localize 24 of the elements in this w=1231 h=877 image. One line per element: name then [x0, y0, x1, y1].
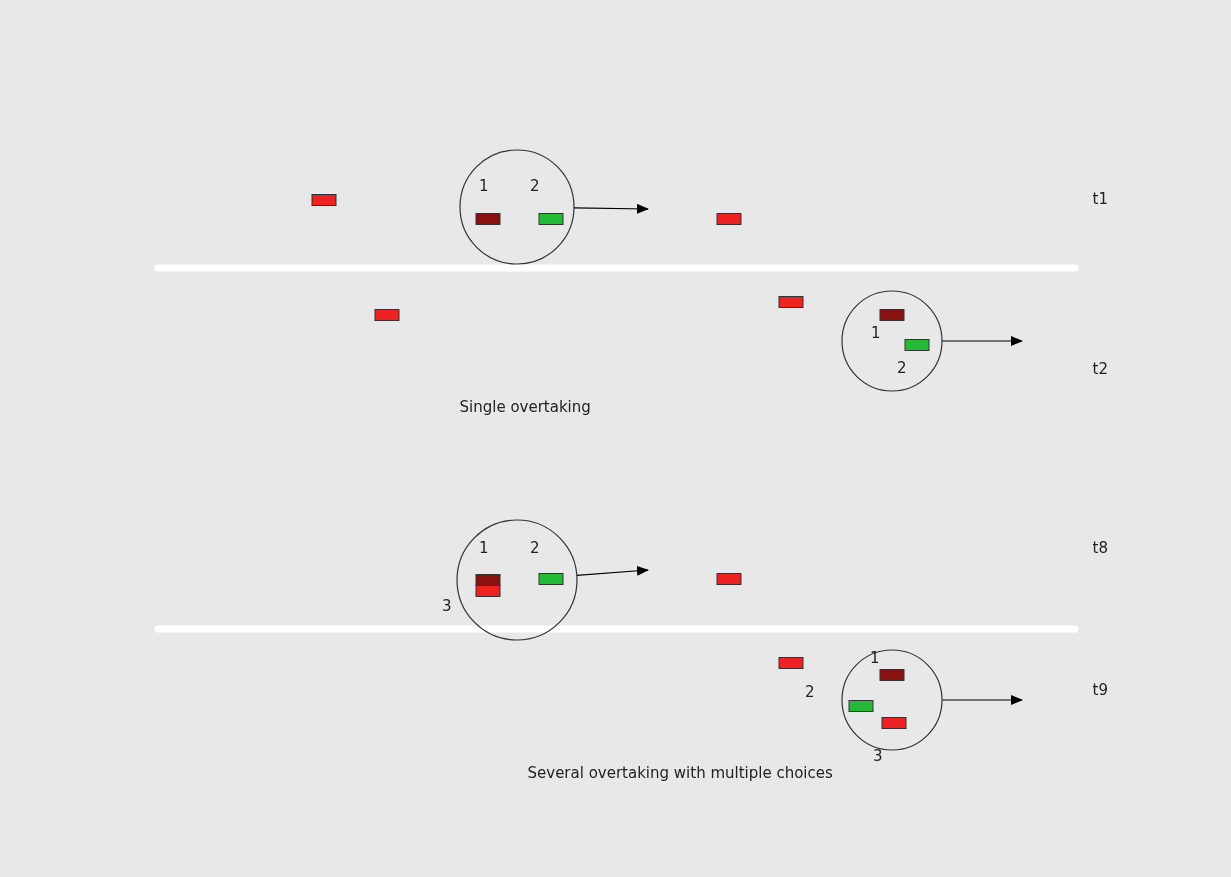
arrow	[941, 336, 1023, 346]
car-number: 2	[805, 683, 815, 701]
car-number: 1	[479, 539, 489, 557]
car-number: 2	[530, 539, 540, 557]
scenario-caption: Single overtaking	[459, 398, 591, 416]
arrow	[941, 695, 1023, 705]
time-step-label: t8	[1092, 539, 1108, 557]
car-number: 1	[871, 324, 881, 342]
group-circle	[459, 149, 575, 265]
time-step-label: t9	[1092, 681, 1108, 699]
group-circle	[841, 290, 943, 392]
car-number: 1	[870, 649, 880, 667]
arrow	[573, 203, 649, 214]
time-step-label: t2	[1092, 360, 1108, 378]
car-number: 3	[873, 747, 883, 765]
group-circle	[456, 519, 578, 641]
car-number: 2	[897, 359, 907, 377]
scenario-caption: Several overtaking with multiple choices	[527, 764, 833, 782]
car-number: 2	[530, 177, 540, 195]
group-circle	[841, 649, 943, 751]
arrow	[576, 565, 649, 577]
time-step-label: t1	[1092, 190, 1108, 208]
car-number: 1	[479, 177, 489, 195]
car-number: 3	[442, 597, 452, 615]
